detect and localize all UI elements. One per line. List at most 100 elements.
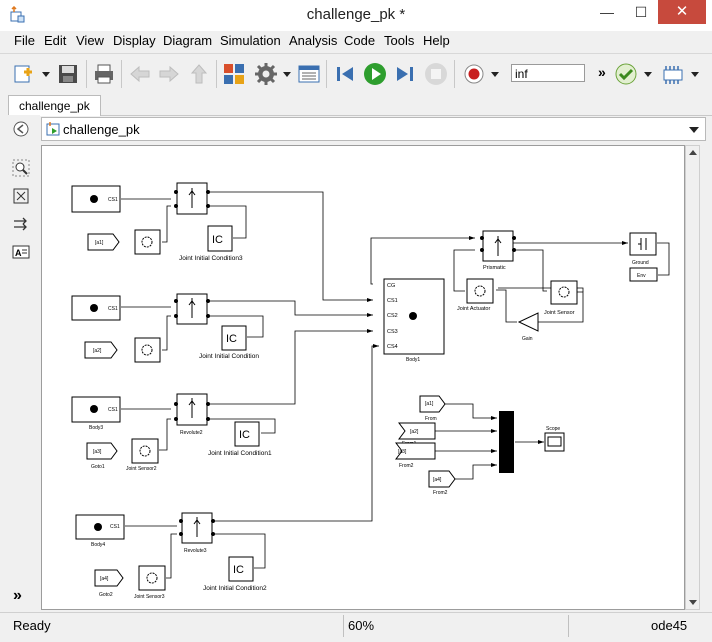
annotation-icon[interactable]: A: [12, 243, 30, 261]
breadcrumb-dropdown-icon[interactable]: [689, 127, 699, 133]
arrowheads: [367, 236, 628, 467]
model-explorer-icon[interactable]: [297, 62, 321, 86]
up-arrow-icon[interactable]: [187, 62, 211, 86]
solver-name[interactable]: ode45: [651, 618, 688, 633]
block-label: Prismatic: [483, 265, 506, 271]
menu-diagram[interactable]: Diagram: [163, 33, 213, 48]
hide-explorer-icon[interactable]: [12, 120, 30, 138]
step-forward-icon[interactable]: [393, 62, 417, 86]
stop-simulation-icon[interactable]: [424, 62, 448, 86]
goto-block[interactable]: [a4] Goto2: [94, 569, 124, 598]
block-label: From2: [399, 463, 414, 469]
prismatic-joint-block[interactable]: Prismatic: [480, 230, 516, 271]
library-browser-icon[interactable]: [222, 62, 246, 86]
mux-block[interactable]: [499, 411, 514, 473]
stop-time-input[interactable]: inf: [511, 64, 585, 82]
arrows-icon[interactable]: [12, 215, 30, 233]
settings-dropdown-icon[interactable]: [283, 72, 291, 77]
breadcrumb-model[interactable]: challenge_pk: [63, 122, 140, 137]
model-canvas[interactable]: CS1 [a1] IC Joint Initial Condition3 CS1…: [41, 145, 685, 610]
check-dropdown-icon[interactable]: [644, 72, 652, 77]
scroll-down-arrow-icon[interactable]: [689, 600, 697, 605]
new-model-dropdown-icon[interactable]: [42, 72, 50, 77]
ic-symbol: IC: [233, 564, 244, 576]
forward-arrow-icon[interactable]: [157, 62, 181, 86]
revolute-joint-block[interactable]: [174, 293, 210, 325]
back-arrow-icon[interactable]: [128, 62, 152, 86]
gain-block[interactable]: Gain: [517, 312, 539, 342]
joint-sensor-block[interactable]: Joint Sensor: [544, 280, 578, 316]
goto-block[interactable]: [a1]: [87, 233, 120, 251]
scroll-up-arrow-icon[interactable]: [689, 150, 697, 155]
joint-initial-condition-block[interactable]: IC Joint Initial Condition: [199, 325, 259, 360]
joint-sensor-block[interactable]: Joint Sensor3: [134, 565, 166, 600]
joint-initial-condition-block[interactable]: IC Joint Initial Condition3: [179, 225, 243, 262]
menu-help[interactable]: Help: [423, 33, 450, 48]
fit-to-view-icon[interactable]: [12, 187, 30, 205]
ic-symbol: IC: [212, 234, 223, 246]
menu-analysis[interactable]: Analysis: [289, 33, 338, 48]
goto-tag: [a2]: [93, 348, 102, 354]
block-label: Body3: [89, 425, 103, 431]
joint-sensor-block[interactable]: [134, 337, 161, 363]
scope-block[interactable]: Scope: [544, 426, 565, 452]
record-icon[interactable]: [462, 62, 486, 86]
model-icon: [46, 122, 60, 136]
vertical-scrollbar[interactable]: [685, 145, 700, 610]
block-diagram: CS1 [a1] IC Joint Initial Condition3 CS1…: [71, 182, 670, 600]
menu-edit[interactable]: Edit: [44, 33, 67, 48]
joint-sensor-block[interactable]: [134, 229, 161, 255]
zoom-level: 60%: [348, 618, 375, 633]
joint-actuator-block[interactable]: Joint Actuator: [457, 278, 494, 312]
menu-file[interactable]: File: [14, 33, 35, 48]
left-palette: A »: [0, 115, 40, 613]
block-label: Joint Initial Condition2: [203, 585, 267, 592]
menu-code[interactable]: Code: [344, 33, 376, 48]
menu-tools[interactable]: Tools: [384, 33, 415, 48]
expand-panel-chevron-icon[interactable]: »: [13, 587, 22, 604]
status-text: Ready: [13, 618, 51, 633]
menu-simulation[interactable]: Simulation: [220, 33, 281, 48]
revolute-joint-block[interactable]: [174, 182, 210, 215]
body-block[interactable]: CS1: [71, 295, 121, 321]
block-label: From2: [433, 490, 448, 496]
menu-display[interactable]: Display: [113, 33, 156, 48]
from-block[interactable]: [a3] From2: [395, 442, 436, 469]
minimize-button[interactable]: —: [600, 4, 614, 20]
tab-challenge-pk[interactable]: challenge_pk: [8, 95, 101, 116]
from-block[interactable]: [a4] From2: [428, 470, 456, 496]
check-model-icon[interactable]: [614, 62, 638, 86]
env-block[interactable]: Env: [629, 267, 658, 282]
close-button[interactable]: ✕: [658, 0, 706, 24]
goto-block[interactable]: [a3] Goto1: [86, 442, 118, 470]
goto-block[interactable]: [a2]: [84, 341, 118, 359]
body-block[interactable]: CS1 Body3: [71, 396, 121, 431]
save-icon[interactable]: [56, 62, 80, 86]
step-back-icon[interactable]: [333, 62, 357, 86]
run-simulation-icon[interactable]: [363, 62, 387, 86]
block-label: Gain: [522, 336, 533, 342]
print-icon[interactable]: [92, 62, 116, 86]
record-dropdown-icon[interactable]: [491, 72, 499, 77]
hardware-dropdown-icon[interactable]: [691, 72, 699, 77]
from-block[interactable]: [a1] From: [419, 395, 446, 422]
joint-initial-condition-block[interactable]: IC Joint Initial Condition1: [208, 421, 272, 457]
body-block[interactable]: CS1: [71, 185, 121, 213]
revolute-joint-block[interactable]: Revolute2: [174, 393, 210, 436]
menu-view[interactable]: View: [76, 33, 104, 48]
hardware-settings-icon[interactable]: [661, 62, 685, 86]
body-block[interactable]: CS1 Body4: [75, 514, 125, 548]
body1-block[interactable]: CG CS1 CS2 CS3 CS4 Body1: [383, 278, 445, 363]
new-model-icon[interactable]: [12, 62, 36, 86]
status-bar: Ready 60% ode45: [0, 612, 712, 642]
goto-tag: [a1]: [95, 240, 104, 246]
zoom-in-icon[interactable]: [12, 159, 30, 177]
ground-block[interactable]: Ground: [629, 232, 657, 266]
joint-sensor-block[interactable]: Joint Sensor2: [126, 438, 159, 472]
joint-initial-condition-block[interactable]: IC Joint Initial Condition2: [203, 556, 267, 592]
toolbar-separator: [86, 60, 87, 88]
more-chevron-icon[interactable]: »: [598, 64, 606, 80]
model-settings-gear-icon[interactable]: [254, 62, 278, 86]
revolute-joint-block[interactable]: Revolute3: [179, 512, 215, 554]
maximize-button[interactable]: ☐: [634, 4, 648, 20]
